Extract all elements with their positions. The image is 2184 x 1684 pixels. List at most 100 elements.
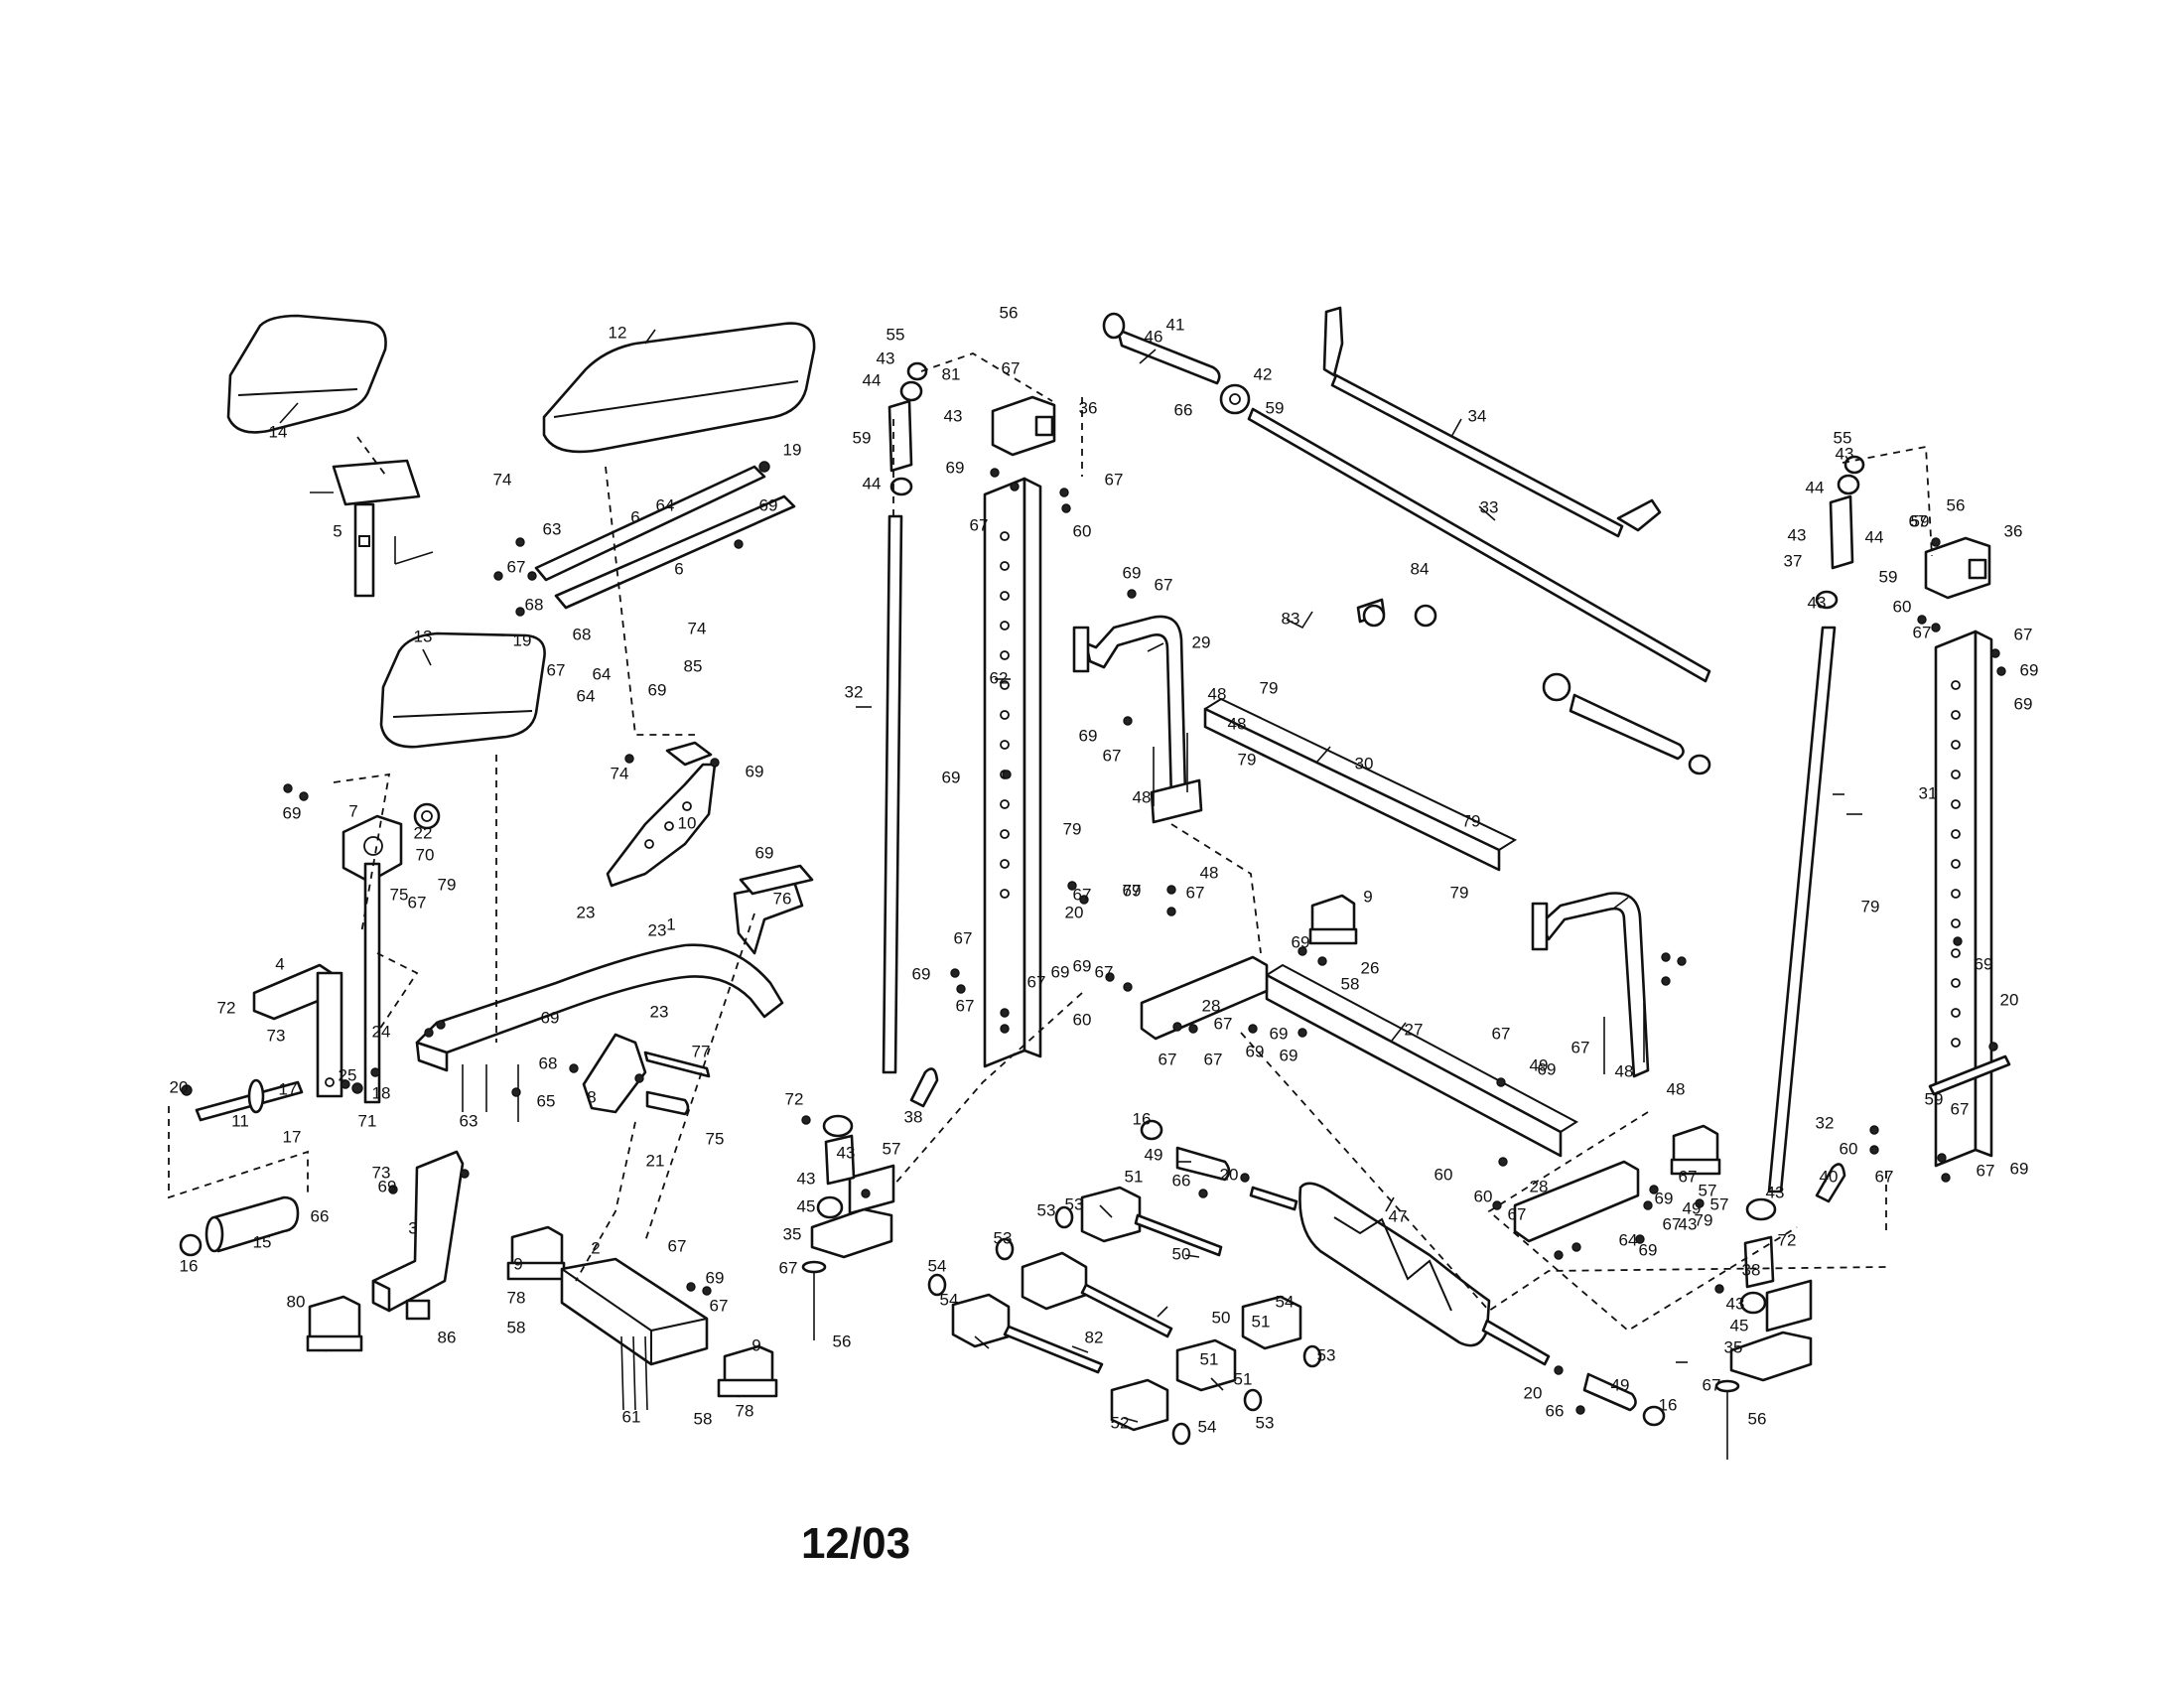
callout-17: 17 <box>279 1079 298 1098</box>
callout-67: 67 <box>408 893 427 912</box>
part-10-adjustment-bracket <box>606 741 717 888</box>
callout-10: 10 <box>678 813 697 832</box>
callout-35: 35 <box>1724 1337 1743 1356</box>
callout-2: 2 <box>591 1238 600 1257</box>
callout-48: 48 <box>1200 863 1219 882</box>
callout-20: 20 <box>170 1077 189 1096</box>
callout-53: 53 <box>1317 1345 1336 1364</box>
callout-69: 69 <box>755 843 774 862</box>
callout-17: 17 <box>283 1127 302 1146</box>
callout-21: 21 <box>646 1151 665 1170</box>
part-40-hook <box>1815 1163 1846 1203</box>
callout-67: 67 <box>1002 358 1021 377</box>
callout-59: 59 <box>1879 567 1898 586</box>
callout-76: 76 <box>773 889 792 908</box>
callout-54: 54 <box>1198 1417 1217 1436</box>
callout-19: 19 <box>513 631 532 649</box>
callout-44: 44 <box>863 474 882 492</box>
callout-60: 60 <box>1073 521 1092 540</box>
callout-53: 53 <box>1065 1194 1084 1213</box>
part-82-tube <box>1003 1325 1104 1374</box>
callout-43: 43 <box>1726 1294 1745 1313</box>
callout-38: 38 <box>1742 1260 1761 1279</box>
callout-61: 61 <box>622 1407 641 1426</box>
callout-68: 68 <box>539 1053 558 1072</box>
callout-67: 67 <box>1951 1099 1970 1118</box>
callout-58: 58 <box>507 1318 526 1336</box>
callout-69: 69 <box>946 458 965 477</box>
part-49-sleeve-right <box>1582 1372 1637 1412</box>
callout-51: 51 <box>1200 1349 1219 1368</box>
callout-77: 77 <box>692 1042 711 1060</box>
callout-14: 14 <box>269 422 288 441</box>
curl-bar-assembly <box>927 1119 1666 1446</box>
callout-72: 72 <box>1778 1230 1797 1249</box>
part-49-sleeve-left <box>1175 1146 1231 1182</box>
part-12-back-pad <box>542 322 816 454</box>
callout-67: 67 <box>547 660 566 679</box>
callout-40: 40 <box>1820 1167 1839 1186</box>
callout-67: 67 <box>1159 1050 1177 1068</box>
callout-49: 49 <box>1145 1145 1163 1164</box>
callout-84: 84 <box>1411 559 1430 578</box>
callout-83: 83 <box>1282 609 1300 628</box>
callout-60: 60 <box>1840 1139 1858 1158</box>
callout-67: 67 <box>1875 1167 1894 1186</box>
callout-74: 74 <box>493 470 512 489</box>
callout-64: 64 <box>577 686 596 705</box>
callout-86: 86 <box>438 1328 457 1346</box>
callout-23: 23 <box>650 1002 669 1021</box>
part-11-pad-tube <box>195 1078 304 1122</box>
part-4-leg-lever <box>252 963 343 1098</box>
callout-48: 48 <box>1615 1061 1634 1080</box>
callout-49: 49 <box>1611 1375 1630 1394</box>
callout-67: 67 <box>1027 972 1046 991</box>
frame-assembly <box>1072 615 1721 1243</box>
callout-35: 35 <box>783 1224 802 1243</box>
part-52-pad-2 <box>1110 1378 1169 1432</box>
callout-50: 50 <box>1212 1308 1231 1327</box>
callout-69: 69 <box>2010 1159 2029 1178</box>
callout-46: 46 <box>1145 327 1163 346</box>
callout-54: 54 <box>928 1256 947 1275</box>
callout-59: 59 <box>1266 398 1285 417</box>
callout-79: 79 <box>1238 750 1257 769</box>
callout-69: 69 <box>648 680 667 699</box>
callout-67: 67 <box>1909 511 1928 530</box>
part-63-bolts <box>462 1064 487 1112</box>
callout-66: 66 <box>1174 400 1193 419</box>
part-47-curl-bar <box>1298 1182 1491 1347</box>
callout-51: 51 <box>1125 1167 1144 1186</box>
callout-69: 69 <box>759 495 778 514</box>
callout-56: 56 <box>1947 495 1966 514</box>
callout-3: 3 <box>408 1218 417 1237</box>
callout-16: 16 <box>1659 1395 1678 1414</box>
callout-81: 81 <box>942 364 961 383</box>
callout-34: 34 <box>1468 406 1487 425</box>
callout-69: 69 <box>1292 932 1310 951</box>
callout-69: 69 <box>912 964 931 983</box>
part-50-tube-2 <box>1080 1283 1173 1338</box>
callout-67: 67 <box>1073 885 1092 904</box>
callout-43: 43 <box>1808 593 1827 612</box>
callout-75: 75 <box>706 1129 725 1148</box>
callout-69: 69 <box>1051 962 1070 981</box>
callout-4: 4 <box>275 954 284 973</box>
callout-69: 69 <box>283 803 302 822</box>
callout-6: 6 <box>630 507 639 526</box>
part-29-hook-left <box>1084 615 1187 802</box>
part-35-base-right <box>1729 1197 1813 1382</box>
callout-59: 59 <box>853 428 872 447</box>
callout-74: 74 <box>688 619 707 637</box>
callout-67: 67 <box>1913 623 1932 641</box>
part-27-base-bar <box>1265 973 1563 1158</box>
part-3-front-leg <box>371 1150 465 1313</box>
callout-67: 67 <box>1204 1050 1223 1068</box>
callout-57: 57 <box>1710 1194 1729 1213</box>
callout-20: 20 <box>1220 1165 1239 1184</box>
callout-63: 63 <box>460 1111 478 1130</box>
callout-60: 60 <box>1474 1187 1493 1205</box>
callout-79: 79 <box>1450 883 1469 902</box>
part-30-crossbar <box>1203 707 1501 872</box>
callout-48: 48 <box>1667 1079 1686 1098</box>
